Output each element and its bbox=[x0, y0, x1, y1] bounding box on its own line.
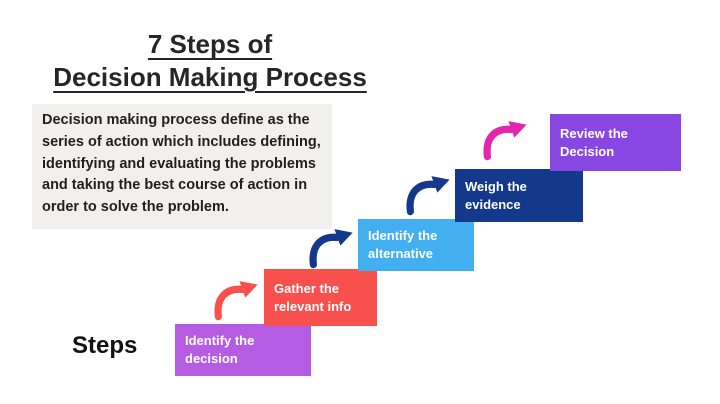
title-line-1: 7 Steps of bbox=[147, 29, 273, 59]
arrow-1-icon bbox=[214, 281, 258, 321]
step-2-label: Gather the relevant info bbox=[274, 280, 352, 314]
arrow-2-icon bbox=[309, 229, 353, 269]
step-box-4: Weigh the evidence bbox=[455, 169, 583, 222]
step-box-5: Review the Decision bbox=[550, 114, 681, 171]
arrow-4-icon bbox=[483, 121, 527, 161]
arrow-3-icon bbox=[406, 176, 450, 216]
step-4-label: Weigh the evidence bbox=[465, 178, 527, 212]
step-1-label: Identify the decision bbox=[185, 333, 255, 366]
title-line-2: Decision Making Process bbox=[53, 61, 367, 92]
description-text: Decision making process define as the se… bbox=[32, 104, 332, 229]
step-box-1: Identify the decision bbox=[175, 324, 311, 376]
step-box-3: Identify the alternative bbox=[358, 219, 474, 271]
step-box-2: Gather the relevant info bbox=[264, 269, 377, 326]
step-3-label: Identify the alternative bbox=[368, 228, 438, 261]
page-title: 7 Steps of Decision Making Process bbox=[25, 28, 395, 93]
steps-label: Steps bbox=[72, 332, 138, 359]
step-5-label: Review the Decision bbox=[560, 125, 628, 159]
